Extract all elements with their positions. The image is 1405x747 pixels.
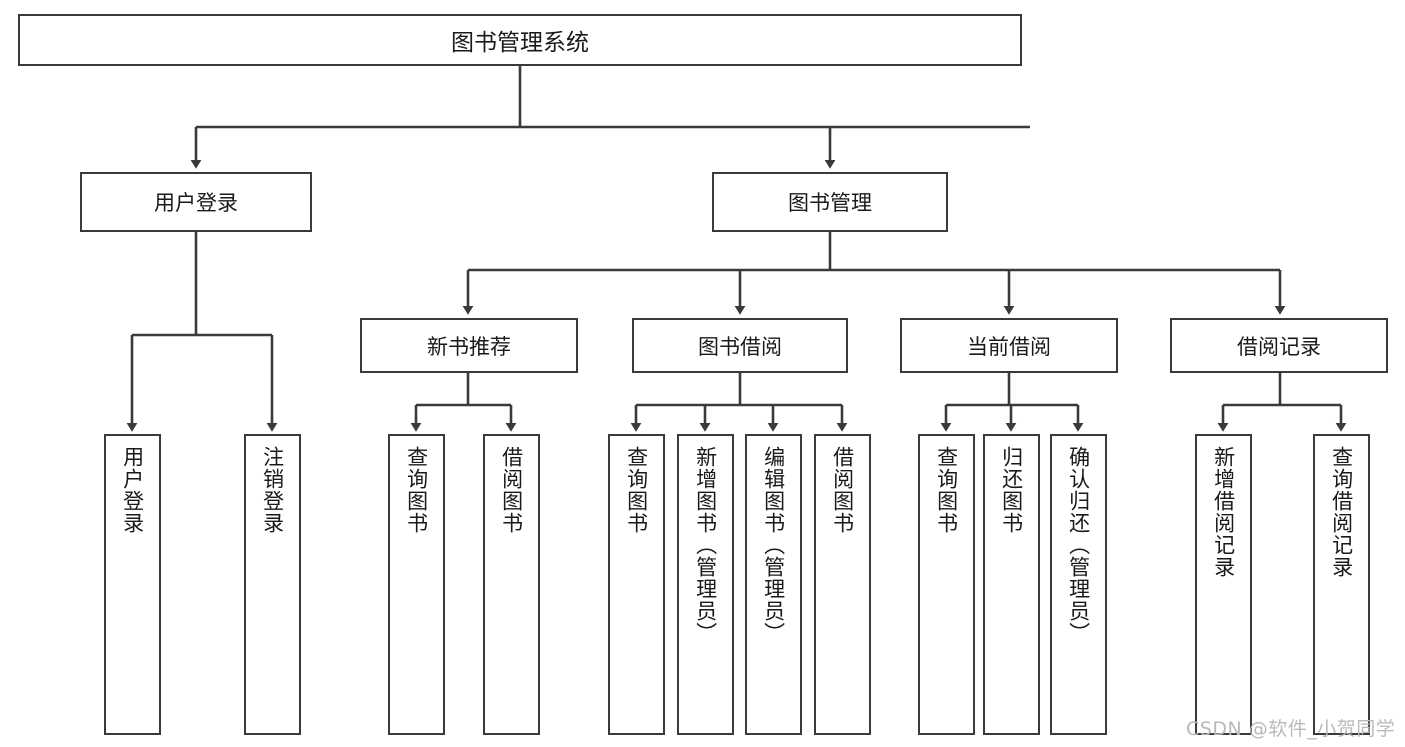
node-user-login[interactable]: 用户登录 (80, 172, 312, 232)
node-leaf-query-book-2[interactable]: 查询图书 (608, 434, 665, 735)
node-book-manage-label: 图书管理 (788, 191, 872, 215)
csdn-watermark: CSDN @软件_小贺同学 (1186, 718, 1396, 740)
node-user-login-label: 用户登录 (154, 191, 238, 215)
node-current-borrow-label: 当前借阅 (967, 334, 1051, 359)
node-leaf-add-book[interactable]: 新增图书（管理员） (677, 434, 734, 735)
node-leaf-confirm-return[interactable]: 确认归还（管理员） (1050, 434, 1107, 735)
node-leaf-borrow-book-2[interactable]: 借阅图书 (814, 434, 871, 735)
node-leaf-borrow-book-2-label: 借阅图书 (830, 446, 855, 534)
node-leaf-return-book-label: 归还图书 (999, 446, 1024, 534)
node-leaf-return-book[interactable]: 归还图书 (983, 434, 1040, 735)
node-leaf-query-book-2-label: 查询图书 (624, 446, 649, 534)
node-root[interactable]: 图书管理系统 (18, 14, 1022, 66)
node-borrow-record[interactable]: 借阅记录 (1170, 318, 1388, 373)
node-new-book-recommend-label: 新书推荐 (427, 334, 511, 359)
node-leaf-add-book-label: 新增图书（管理员） (693, 446, 718, 644)
node-leaf-query-record[interactable]: 查询借阅记录 (1313, 434, 1370, 735)
node-leaf-query-record-label: 查询借阅记录 (1329, 446, 1354, 578)
node-leaf-user-login[interactable]: 用户登录 (104, 434, 161, 735)
node-leaf-borrow-book-1-label: 借阅图书 (499, 446, 524, 534)
node-leaf-user-logout[interactable]: 注销登录 (244, 434, 301, 735)
node-leaf-edit-book-label: 编辑图书（管理员） (761, 446, 786, 644)
node-book-borrow[interactable]: 图书借阅 (632, 318, 848, 373)
node-leaf-confirm-return-label: 确认归还（管理员） (1066, 446, 1091, 644)
node-leaf-user-login-label: 用户登录 (120, 446, 145, 534)
node-leaf-borrow-book-1[interactable]: 借阅图书 (483, 434, 540, 735)
node-book-manage[interactable]: 图书管理 (712, 172, 948, 232)
node-new-book-recommend[interactable]: 新书推荐 (360, 318, 578, 373)
node-leaf-query-book-1[interactable]: 查询图书 (388, 434, 445, 735)
node-leaf-query-book-1-label: 查询图书 (404, 446, 429, 534)
node-root-label: 图书管理系统 (451, 30, 589, 56)
node-leaf-add-record-label: 新增借阅记录 (1211, 446, 1236, 578)
node-leaf-user-logout-label: 注销登录 (260, 446, 285, 534)
node-leaf-add-record[interactable]: 新增借阅记录 (1195, 434, 1252, 735)
node-leaf-edit-book[interactable]: 编辑图书（管理员） (745, 434, 802, 735)
node-current-borrow[interactable]: 当前借阅 (900, 318, 1118, 373)
node-book-borrow-label: 图书借阅 (698, 334, 782, 359)
node-leaf-query-book-3[interactable]: 查询图书 (918, 434, 975, 735)
node-leaf-query-book-3-label: 查询图书 (934, 446, 959, 534)
node-borrow-record-label: 借阅记录 (1237, 334, 1321, 359)
